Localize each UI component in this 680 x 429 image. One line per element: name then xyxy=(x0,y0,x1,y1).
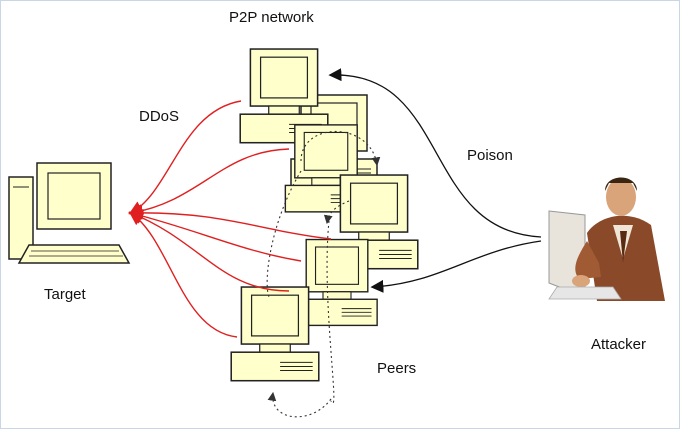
ddos-label: DDoS xyxy=(139,108,180,125)
target-computer-icon xyxy=(8,162,131,264)
attacker-label: Attacker xyxy=(591,336,647,353)
ddos-arrows xyxy=(128,100,332,338)
peer-computer-icon xyxy=(230,286,320,382)
diagram-title: P2P network xyxy=(229,9,314,26)
peer-links xyxy=(266,131,381,418)
peer-computers xyxy=(230,48,419,382)
poison-label: Poison xyxy=(467,147,513,164)
attacker-person-icon xyxy=(548,177,665,301)
target-label: Target xyxy=(44,286,86,303)
peers-label: Peers xyxy=(377,360,417,377)
poison-arrows xyxy=(328,68,542,293)
